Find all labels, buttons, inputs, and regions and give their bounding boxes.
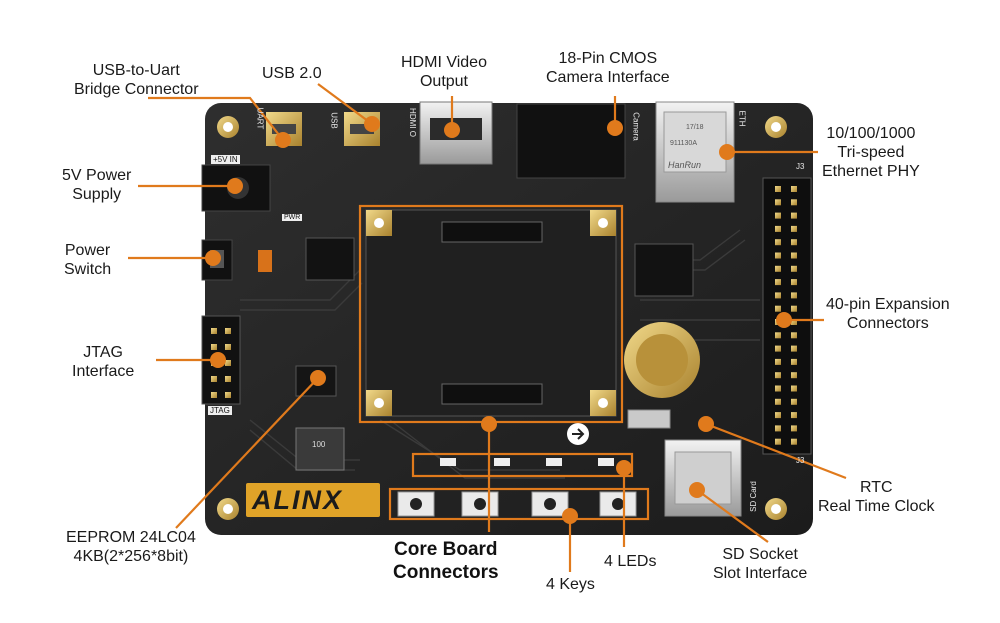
expansion-pin — [775, 186, 781, 192]
expansion-pin — [775, 225, 781, 232]
crystal — [627, 409, 671, 429]
expansion-pin — [775, 239, 781, 246]
expansion-pin — [791, 332, 797, 339]
expansion-pin — [775, 398, 781, 405]
expansion-pin — [791, 252, 797, 259]
silk-usb: USB — [329, 112, 339, 129]
expansion-pin — [775, 425, 781, 432]
fuse — [258, 250, 272, 272]
expansion-pin — [775, 332, 781, 339]
expansion-pin — [775, 438, 781, 445]
ethernet-phy-chip — [634, 243, 694, 297]
expansion-pin — [791, 292, 797, 299]
label-usb2: USB 2.0 — [262, 65, 322, 82]
silk-j3-bottom: J3 — [796, 456, 805, 465]
expansion-pin — [791, 239, 797, 246]
label-leds: 4 LEDs — [604, 553, 657, 570]
sd-socket — [664, 439, 742, 517]
expansion-pin — [775, 265, 781, 272]
expansion-pin — [791, 319, 797, 325]
expansion-pin — [791, 358, 797, 365]
silk-5v-in: +5V IN — [211, 155, 240, 164]
expansion-pin — [791, 425, 797, 432]
expansion-pin — [775, 199, 781, 206]
core-connector-bottom — [441, 383, 543, 405]
expansion-pin — [775, 279, 781, 286]
expansion-pin — [775, 345, 781, 352]
rtc-battery — [624, 322, 700, 398]
silk-sd-card: SD Card — [748, 481, 758, 512]
expansion-pin — [791, 438, 797, 445]
silk-jtag: JTAG — [208, 406, 232, 415]
expansion-pin — [775, 358, 781, 365]
silk-camera: Camera — [631, 112, 641, 141]
expansion-pin — [791, 212, 797, 219]
inductor — [295, 427, 345, 471]
expansion-pin — [775, 385, 781, 392]
silk-pwr: PWR — [282, 214, 303, 221]
expansion-pin — [791, 412, 797, 419]
mounting-holes — [217, 116, 787, 520]
expansion-pin — [775, 212, 781, 219]
inductor-marking: 100 — [312, 440, 326, 449]
expansion-pin — [791, 345, 797, 352]
expansion-pin — [791, 225, 797, 232]
expansion-pin — [791, 398, 797, 405]
expansion-pin — [791, 186, 797, 192]
uart-bridge-chip — [305, 237, 355, 281]
expansion-pin — [791, 385, 797, 392]
expansion-pin — [791, 305, 797, 312]
expansion-pin — [791, 279, 797, 286]
core-connector-top — [441, 221, 543, 243]
callout-dots — [205, 116, 792, 524]
expansion-pin — [775, 252, 781, 259]
eth-brand: HanRun — [668, 160, 702, 170]
keys — [397, 491, 637, 517]
led-strip — [440, 458, 614, 466]
silk-hdmi: HDMI O — [407, 108, 417, 137]
expansion-pin — [775, 292, 781, 299]
expansion-pin — [791, 265, 797, 272]
silk-j3-top: J3 — [796, 162, 805, 171]
expansion-pin — [775, 305, 781, 312]
silk-eth: ETH — [737, 110, 747, 127]
eth-part: 911130A — [670, 140, 697, 147]
logo-plate — [246, 483, 380, 517]
silk-uart: UART — [255, 107, 265, 130]
alinx-logo: ALINX — [252, 485, 343, 515]
expansion-pin — [791, 372, 797, 379]
eth-date: 17/18 — [686, 124, 704, 131]
usb-uart-connector — [266, 112, 302, 146]
label-keys: 4 Keys — [546, 576, 595, 593]
expansion-pin — [775, 412, 781, 419]
camera-header — [516, 103, 626, 179]
core-board-area — [365, 209, 617, 417]
expansion-pin — [791, 199, 797, 206]
expansion-pin — [775, 372, 781, 379]
